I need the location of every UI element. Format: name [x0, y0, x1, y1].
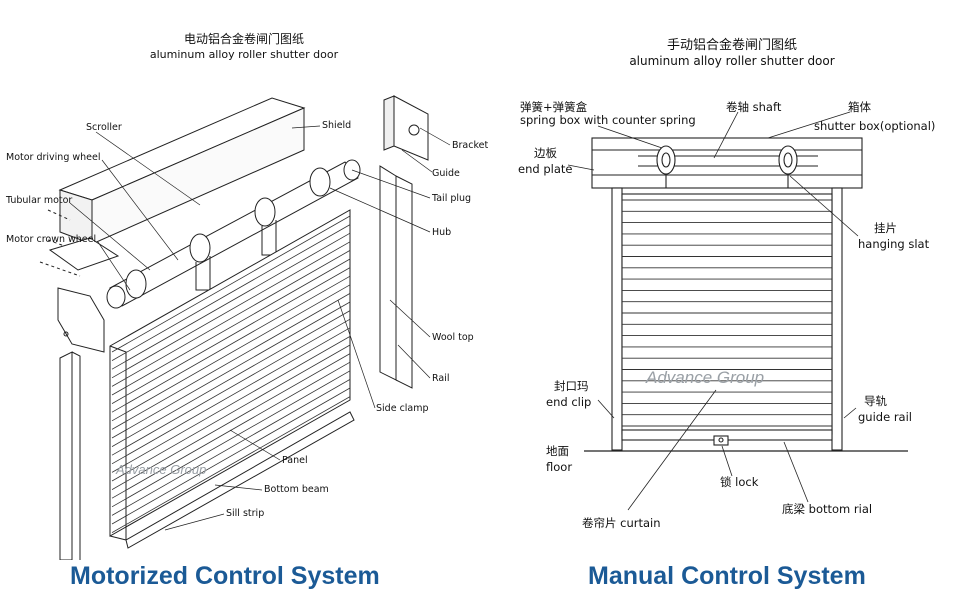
- motorized-slat-line: [111, 224, 351, 361]
- label-endclip-en: end clip: [546, 395, 592, 409]
- label-scroller: Scroller: [86, 122, 122, 133]
- motorized-slat-line: [111, 215, 351, 353]
- right-title-en: aluminum alloy roller shutter door: [629, 54, 835, 68]
- motorized-slat-line: [111, 241, 351, 379]
- label-tail-plug: Tail plug: [432, 193, 472, 204]
- label-shaft: 卷轴 shaft: [726, 100, 782, 114]
- motorized-slat-line: [111, 336, 351, 473]
- left-title-en: aluminum alloy roller shutter door: [149, 48, 339, 61]
- motorized-slat-line: [111, 232, 351, 370]
- motorized-slat-line: [111, 318, 351, 456]
- manual-front-drawing: [567, 111, 908, 511]
- motorized-slat-line: [111, 327, 351, 465]
- label-guiderail-en: guide rail: [858, 410, 912, 424]
- motorized-slat-line: [111, 258, 351, 396]
- label-bracket: Bracket: [452, 140, 489, 151]
- label-motor-driving-wheel: Motor driving wheel: [6, 152, 101, 163]
- label-rail: Rail: [432, 373, 450, 384]
- label-hanging-cn: 挂片: [874, 221, 897, 235]
- label-endplate-cn: 边板: [534, 146, 557, 160]
- right-title-cn: 手动铝合金卷闸门图纸: [666, 38, 797, 53]
- label-curtain: 卷帘片 curtain: [582, 516, 661, 530]
- motorized-slat-line: [111, 284, 351, 422]
- label-guiderail-cn: 导轨: [864, 394, 887, 408]
- motorized-slat-line: [111, 267, 351, 404]
- label-side-clamp: Side clamp: [376, 403, 429, 414]
- label-endplate-en: end plate: [518, 162, 573, 176]
- label-spring-en: spring box with counter spring: [520, 113, 696, 127]
- motorized-slat-line: [111, 250, 351, 387]
- label-tubular-motor: Tubular motor: [6, 195, 73, 206]
- motorized-diagram-panel: 电动铝合金卷闸门图纸 aluminum alloy roller shutter…: [6, 32, 489, 590]
- label-shield: Shield: [322, 120, 352, 131]
- label-endclip-cn: 封口玛: [554, 379, 589, 393]
- left-watermark: Advance Group: [116, 462, 207, 477]
- label-panel: Panel: [282, 455, 308, 466]
- label-bottom-rial: 底梁 bottom rial: [782, 502, 873, 516]
- label-hanging-en: hanging slat: [858, 237, 930, 251]
- label-box-cn: 箱体: [848, 100, 871, 114]
- motorized-slat-line: [111, 379, 351, 516]
- motorized-slat-line: [111, 387, 351, 525]
- motorized-slat-line: [111, 344, 351, 482]
- label-wool-top: Wool top: [432, 332, 474, 343]
- label-floor-en: floor: [546, 460, 573, 474]
- label-floor-cn: 地面: [546, 444, 569, 458]
- label-hub: Hub: [432, 227, 452, 238]
- left-title-cn: 电动铝合金卷闸门图纸: [183, 32, 304, 46]
- motorized-system-title: Motorized Control System: [70, 562, 380, 590]
- label-lock: 锁 lock: [720, 475, 759, 489]
- motorized-slat-line: [111, 370, 351, 508]
- label-guide: Guide: [432, 168, 460, 179]
- motorized-slat-line: [111, 310, 351, 447]
- manual-diagram-panel: 手动铝合金卷闸门图纸 aluminum alloy roller shutter…: [488, 0, 976, 602]
- motorized-slat-line: [111, 396, 351, 533]
- manual-system-title: Manual Control System: [588, 562, 866, 590]
- motorized-exploded-drawing: [39, 95, 451, 560]
- label-spring-cn: 弹簧+弹簧盒: [520, 100, 588, 114]
- label-motor-crown-wheel: Motor crown wheel: [6, 234, 97, 245]
- right-watermark: Advance Group: [646, 368, 765, 387]
- label-sill-strip: Sill strip: [226, 508, 265, 519]
- motorized-slat-line: [111, 293, 351, 430]
- motorized-slat-line: [111, 275, 351, 413]
- motorized-slat-line: [111, 353, 351, 490]
- motorized-slat-line: [111, 301, 351, 439]
- label-box-en: shutter box(optional): [814, 119, 936, 133]
- label-bottom-beam: Bottom beam: [264, 484, 329, 495]
